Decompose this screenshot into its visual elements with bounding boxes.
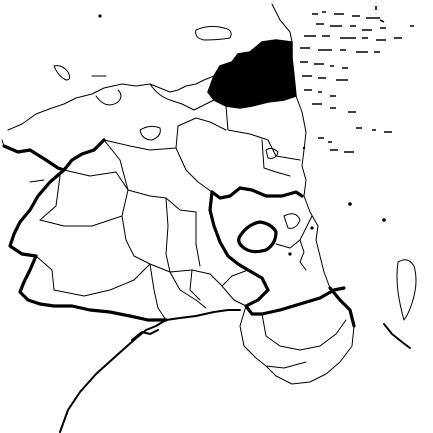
provincial-boundary-central bbox=[208, 186, 304, 292]
southeast-districts bbox=[239, 305, 355, 385]
eastern-island bbox=[396, 259, 417, 321]
north-coastline bbox=[7, 75, 215, 131]
east-coastline bbox=[271, 3, 331, 289]
northeast-coastal-region bbox=[207, 39, 297, 109]
offshore-reef-marks bbox=[98, 6, 414, 222]
provincial-boundary-west bbox=[2, 138, 168, 322]
south-coastline bbox=[59, 309, 241, 433]
northern-islands bbox=[53, 25, 232, 141]
district-boundaries bbox=[35, 99, 301, 321]
inland-lake bbox=[237, 220, 278, 254]
